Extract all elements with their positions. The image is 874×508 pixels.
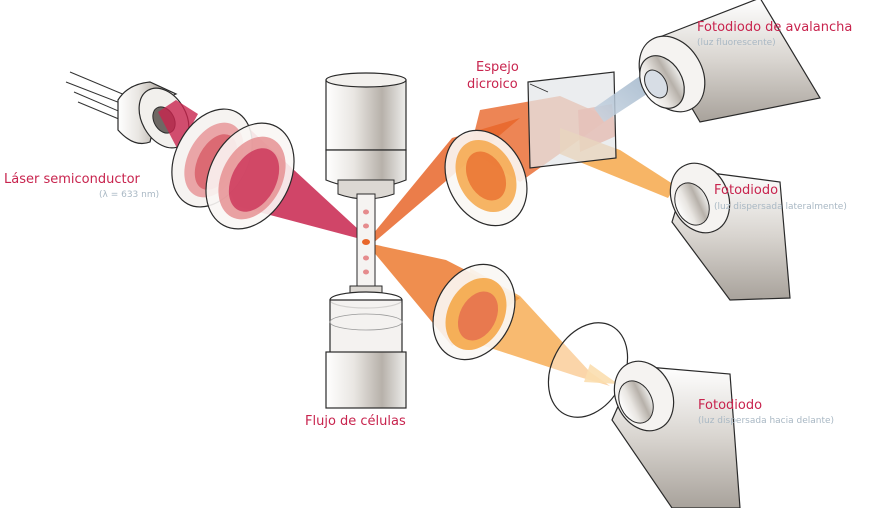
side-scatter-sublabel: (luz dispersada lateralmente) [714,202,847,212]
forward-scatter-sublabel: (luz dispersada hacia delante) [698,416,835,426]
side-scatter-photodiode [669,162,791,301]
mirror-label-line1: Espejo [476,60,519,75]
mirror-label-line2: dicroico [467,77,518,92]
dichroic-mirror [527,71,617,169]
avalanche-sublabel: (luz fluorescente) [697,38,776,48]
cell-particles [362,209,370,275]
laser-sublabel: (λ = 633 nm) [99,190,160,200]
cell-flow-label: Flujo de células [305,414,406,429]
flow-cell [325,72,407,409]
laser-label: Láser semiconductor [4,172,140,187]
side-scatter-label: Fotodiodo [714,183,779,198]
focusing-lens-2 [205,122,295,230]
collection-lens-fluorescence [444,129,528,227]
avalanche-photodiode [638,0,821,123]
forward-scatter-label: Fotodiodo [698,398,763,413]
collection-lens-forward [432,263,516,361]
avalanche-label: Fotodiodo de avalancha [697,20,853,35]
fluorescence-to-avalanche-beam [594,76,650,122]
mirror-leader-line [529,83,549,93]
forward-scatter-photodiode [611,360,741,508]
